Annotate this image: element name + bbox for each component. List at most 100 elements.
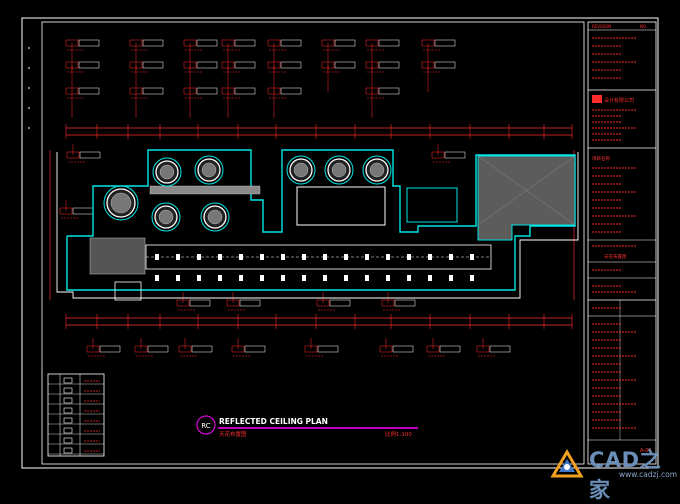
plan-title: REFLECTED CEILING PLAN bbox=[219, 417, 328, 426]
lamp-core bbox=[331, 162, 347, 178]
corridor-light bbox=[260, 254, 264, 260]
watermark-url: www.cadzj.com bbox=[619, 470, 678, 479]
floor-plan bbox=[56, 149, 579, 301]
corridor-light bbox=[281, 275, 285, 281]
corridor-light bbox=[407, 254, 411, 260]
callout-box bbox=[78, 39, 100, 47]
title-block-text-lines bbox=[592, 37, 636, 429]
corridor-light bbox=[218, 275, 222, 281]
callout-box bbox=[239, 299, 261, 307]
callout-box bbox=[392, 345, 414, 353]
shaded-room-diagonal-2 bbox=[477, 155, 576, 226]
corridor-light bbox=[281, 254, 285, 260]
legend-table bbox=[47, 373, 105, 457]
drawing-title: 天花布置图 bbox=[604, 253, 627, 260]
callout-box bbox=[142, 61, 164, 69]
revision-col: NO. bbox=[640, 24, 647, 29]
callout-box bbox=[78, 61, 100, 69]
plan-scale-note: 比例1:100 bbox=[385, 430, 412, 438]
corridor-light bbox=[407, 275, 411, 281]
corridor-light bbox=[449, 254, 453, 260]
corridor-light bbox=[449, 275, 453, 281]
entrance-door bbox=[114, 281, 142, 301]
drawing-no: A-03 bbox=[640, 448, 651, 454]
callout-box bbox=[378, 39, 400, 47]
lamp-ring bbox=[152, 157, 182, 187]
callout-box bbox=[147, 345, 169, 353]
hatched-stair-area bbox=[89, 237, 146, 275]
legend-rows bbox=[48, 377, 104, 455]
callout-box bbox=[189, 299, 211, 307]
corridor-light bbox=[428, 254, 432, 260]
lamp-core bbox=[293, 162, 309, 178]
callout-box bbox=[142, 87, 164, 95]
plan-subtitle: 天花布置图 bbox=[219, 430, 247, 438]
plan-title-block: RC REFLECTED CEILING PLAN 天花布置图 比例1:100 bbox=[196, 415, 418, 438]
callout-box bbox=[444, 151, 466, 159]
legend-symbol bbox=[63, 377, 73, 384]
right-table-block bbox=[406, 187, 458, 223]
corridor-light bbox=[155, 254, 159, 260]
sheet-inner-border bbox=[41, 21, 585, 465]
callout-box bbox=[79, 151, 101, 159]
lamp-ring bbox=[103, 185, 139, 221]
callout-box bbox=[191, 345, 213, 353]
lamp-core bbox=[207, 209, 223, 225]
private-room-table-block bbox=[296, 186, 386, 226]
corridor-light bbox=[239, 254, 243, 260]
lamp-core bbox=[110, 192, 132, 214]
legend-symbol bbox=[63, 417, 73, 424]
lamp-core bbox=[201, 162, 217, 178]
cadzj-logo-icon bbox=[550, 449, 584, 478]
callout-box bbox=[234, 39, 256, 47]
corridor-light bbox=[155, 275, 159, 281]
dimension-ticks bbox=[65, 124, 573, 329]
legend-symbol bbox=[63, 437, 73, 444]
corridor-light-markers bbox=[155, 254, 474, 281]
sheet-outer-border bbox=[21, 17, 659, 469]
callout-box bbox=[439, 345, 461, 353]
lamp-ring bbox=[200, 202, 230, 232]
lamp-ring bbox=[286, 155, 316, 185]
corridor-light bbox=[218, 254, 222, 260]
callout-box bbox=[489, 345, 511, 353]
company-logo-box bbox=[592, 95, 602, 103]
corridor-light bbox=[260, 275, 264, 281]
lamp-core bbox=[158, 209, 174, 225]
wood-slat-ceiling bbox=[149, 185, 261, 195]
legend-symbol bbox=[63, 407, 73, 414]
callout-box bbox=[378, 61, 400, 69]
lamp-ring bbox=[151, 202, 181, 232]
legend-symbol bbox=[63, 387, 73, 394]
callout-box bbox=[434, 61, 456, 69]
corridor-light bbox=[344, 275, 348, 281]
plan-title-badge: RC bbox=[201, 422, 211, 430]
revision-header: REVISION bbox=[592, 24, 611, 29]
cad-drawing-canvas: RC REFLECTED CEILING PLAN 天花布置图 比例1:100 … bbox=[21, 17, 659, 469]
lamp-ring bbox=[362, 155, 392, 185]
corridor-light bbox=[323, 275, 327, 281]
callout-box bbox=[329, 299, 351, 307]
corridor-light bbox=[470, 254, 474, 260]
corridor-light bbox=[302, 254, 306, 260]
plan-title-badge-circle bbox=[196, 415, 216, 435]
round-ceiling-lamps bbox=[103, 155, 392, 232]
corridor-light bbox=[428, 275, 432, 281]
callout-box bbox=[334, 61, 356, 69]
callout-box bbox=[280, 61, 302, 69]
corridor-light bbox=[323, 254, 327, 260]
callout-box bbox=[78, 87, 100, 95]
lamp-core bbox=[159, 164, 175, 180]
title-block: REVISION NO. 设计有限公司 项目名称 天花布置图 A-03 bbox=[587, 21, 657, 465]
watermark-logo: CAD之家 www.cadzj.com bbox=[549, 444, 680, 502]
corridor-light bbox=[197, 254, 201, 260]
legend-symbol bbox=[63, 447, 73, 454]
corridor-light bbox=[176, 254, 180, 260]
lamp-ring bbox=[324, 155, 354, 185]
callout-box bbox=[378, 87, 400, 95]
interior-wall-cyan bbox=[66, 149, 576, 291]
corridor-light bbox=[302, 275, 306, 281]
callout-box bbox=[99, 345, 121, 353]
company-name: 设计有限公司 bbox=[604, 97, 634, 104]
corridor-light bbox=[239, 275, 243, 281]
